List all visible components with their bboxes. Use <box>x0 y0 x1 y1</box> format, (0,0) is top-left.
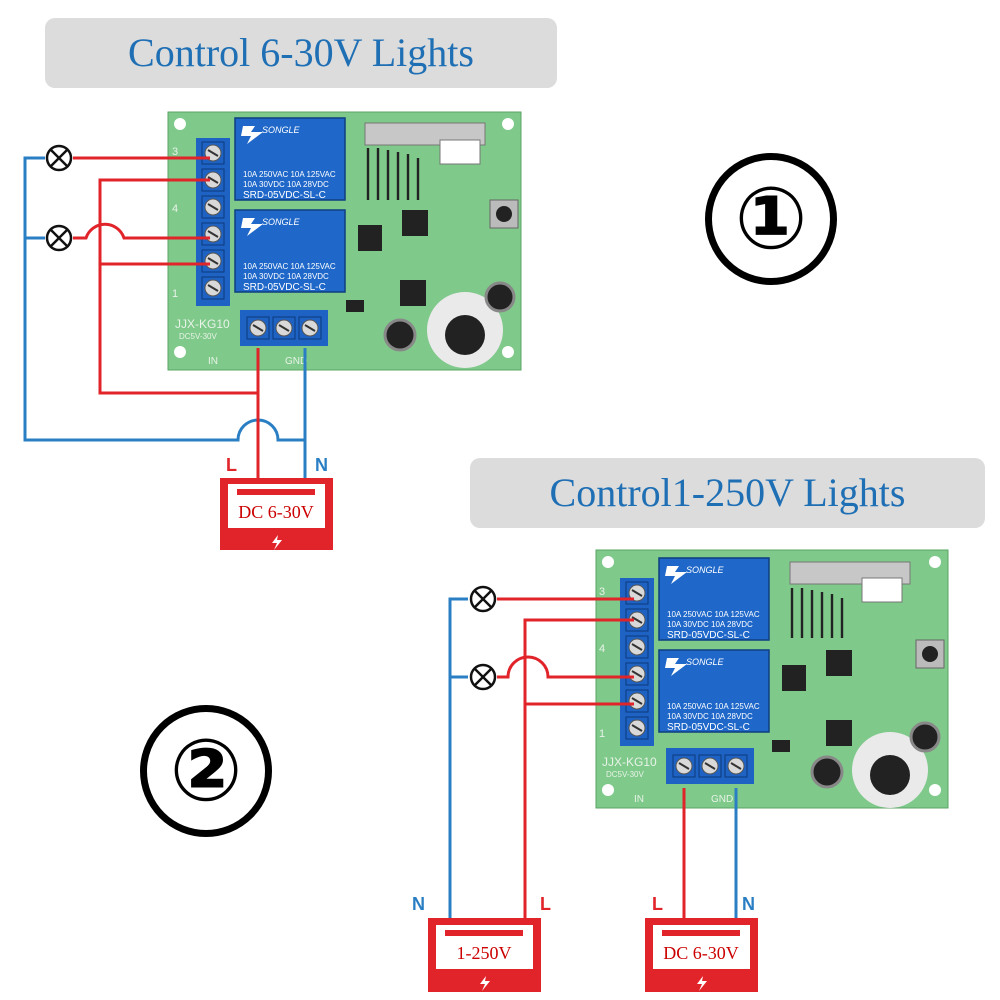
board1-voltage: DC5V-30V <box>179 332 217 341</box>
lamp-2a-icon <box>469 585 497 613</box>
relay2-brand: SONGLE <box>262 217 301 227</box>
lamp-1a-icon <box>45 144 73 172</box>
relay4-rating1: 10A 250VAC 10A 125VAC <box>667 702 760 711</box>
power-icon <box>272 535 282 550</box>
relay3-rating1: 10A 250VAC 10A 125VAC <box>667 610 760 619</box>
relay2-model: SRD-05VDC-SL-C <box>243 282 326 293</box>
ac-supply: 1-250V <box>428 918 541 992</box>
relay1-rating1: 10A 250VAC 10A 125VAC <box>243 170 336 179</box>
ac-supply-label: 1-250V <box>457 943 512 963</box>
power-icon <box>480 976 490 991</box>
wires-2 <box>448 597 738 920</box>
board2-voltage: DC5V-30V <box>606 770 644 779</box>
dc-supply-2-label: DC 6-30V <box>663 943 739 963</box>
board2-gnd-label: GND <box>711 794 733 805</box>
relay1-brand: SONGLE <box>262 125 301 135</box>
board2-term-4: 4 <box>599 643 605 655</box>
neutral-label-1: N <box>315 455 328 475</box>
dc-supply-1-label: DC 6-30V <box>238 502 314 522</box>
live-label-3: L <box>652 894 663 914</box>
lamp-1b-icon <box>45 224 73 252</box>
relay1-model: SRD-05VDC-SL-C <box>243 190 326 201</box>
board-2: SONGLE 10A 250VAC 10A 125VAC 10A 30VDC 1… <box>595 549 949 809</box>
title-control-1-250v: Control1-250V Lights <box>470 458 985 528</box>
relay3-rating2: 10A 30VDC 10A 28VDC <box>667 620 753 629</box>
relay3-model: SRD-05VDC-SL-C <box>667 630 750 641</box>
board1-gnd-label: GND <box>285 356 307 367</box>
title-control-6-30v: Control 6-30V Lights <box>45 18 557 88</box>
board2-in-label: IN <box>634 794 644 805</box>
relay2-rating2: 10A 30VDC 10A 28VDC <box>243 272 329 281</box>
relay4-model: SRD-05VDC-SL-C <box>667 722 750 733</box>
neutral-label-3: N <box>742 894 755 914</box>
neutral-label-2: N <box>412 894 425 914</box>
dc-supply-2: DC 6-30V <box>645 918 758 992</box>
relay4-brand: SONGLE <box>686 657 725 667</box>
circled-number-two: ② <box>140 705 272 837</box>
relay4-rating2: 10A 30VDC 10A 28VDC <box>667 712 753 721</box>
relay1-rating2: 10A 30VDC 10A 28VDC <box>243 180 329 189</box>
board1-model: JJX-KG10 <box>175 317 230 331</box>
wires-1 <box>23 156 307 480</box>
board1-term-1: 1 <box>172 288 178 300</box>
power-icon <box>697 976 707 991</box>
relay2-rating1: 10A 250VAC 10A 125VAC <box>243 262 336 271</box>
dc-supply-1: DC 6-30V <box>220 478 333 550</box>
board1-term-3: 3 <box>172 146 178 158</box>
board-1: SONGLE 10A 250VAC 10A 125VAC 10A 30VDC 1… <box>167 111 522 371</box>
live-label-2: L <box>540 894 551 914</box>
relay3-brand: SONGLE <box>686 565 725 575</box>
board2-model: JJX-KG10 <box>602 755 657 769</box>
lamp-2b-icon <box>469 663 497 691</box>
board2-term-1: 1 <box>599 728 605 740</box>
board2-term-3: 3 <box>599 586 605 598</box>
circled-number-one: ① <box>705 153 837 285</box>
live-label-1: L <box>226 455 237 475</box>
board1-in-label: IN <box>208 356 218 367</box>
board1-term-4: 4 <box>172 203 178 215</box>
